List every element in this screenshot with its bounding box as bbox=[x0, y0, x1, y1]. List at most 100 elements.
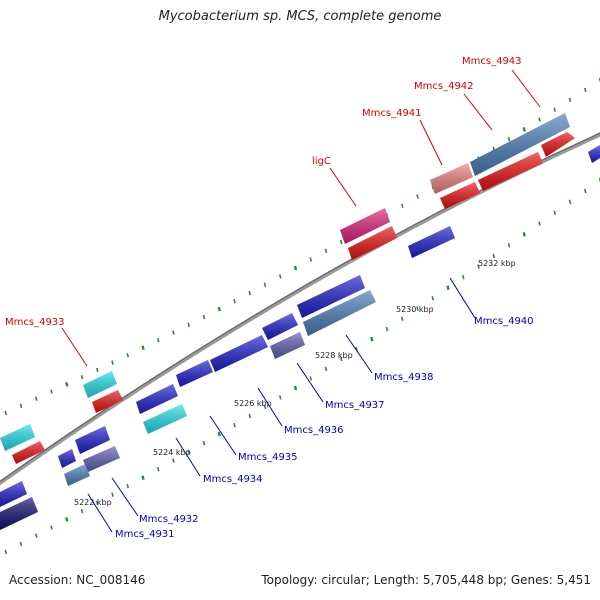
tick-dot bbox=[19, 541, 23, 547]
tick-dot bbox=[263, 282, 267, 287]
tick-dot bbox=[34, 396, 38, 401]
connector-mmcs-4931 bbox=[87, 493, 113, 533]
feature-shade bbox=[303, 290, 376, 336]
connector-mmcs-4937 bbox=[296, 362, 324, 403]
tick-dot bbox=[324, 248, 328, 253]
tick-dot bbox=[553, 210, 557, 215]
tick-dot bbox=[583, 188, 587, 194]
feature-shade bbox=[541, 132, 575, 157]
tick-dot bbox=[156, 337, 160, 343]
tick-label: 5222 kbp bbox=[74, 498, 112, 507]
feature-shade bbox=[83, 371, 117, 398]
tick-dot bbox=[431, 295, 435, 301]
tick-dot bbox=[202, 314, 206, 320]
tick-dot bbox=[141, 345, 145, 351]
gene-label-mmcs-4931[interactable]: Mmcs_4931 bbox=[115, 529, 175, 540]
connector-mmcs-4936 bbox=[257, 387, 283, 427]
connector-mmcs-4942 bbox=[463, 93, 493, 131]
tick-labels: 5222 kbp 5224 kbp 5226 kbp 5228 kbp 5230… bbox=[74, 259, 516, 507]
tick-label: 5228 kbp bbox=[315, 351, 353, 360]
tick-dot bbox=[583, 87, 587, 93]
feature-shade bbox=[136, 384, 178, 414]
gene-label-ligc[interactable]: ligC bbox=[312, 156, 331, 167]
feature-shade bbox=[478, 152, 543, 191]
feature-shade bbox=[0, 481, 27, 507]
feature-shade bbox=[340, 208, 390, 244]
tick-dot bbox=[65, 382, 69, 387]
tick-dot bbox=[172, 330, 175, 335]
tick-dot bbox=[400, 316, 404, 322]
tick-dot bbox=[446, 285, 450, 291]
gene-label-mmcs-4935[interactable]: Mmcs_4935 bbox=[238, 452, 298, 463]
tick-dot bbox=[233, 298, 236, 304]
gene-label-mmcs-4934[interactable]: Mmcs_4934 bbox=[203, 474, 263, 485]
tick-dot bbox=[126, 352, 130, 358]
tick-dot bbox=[416, 194, 419, 199]
gene-label-mmcs-4937[interactable]: Mmcs_4937 bbox=[325, 400, 385, 411]
tick-dot bbox=[461, 274, 465, 280]
gene-label-mmcs-4942[interactable]: Mmcs_4942 bbox=[414, 81, 474, 92]
genome-summary-text: Topology: circular; Length: 5,705,448 bp… bbox=[261, 573, 591, 587]
tick-dot bbox=[111, 492, 114, 497]
connector-mmcs-4935 bbox=[209, 415, 237, 456]
accession-text: Accession: NC_008146 bbox=[9, 573, 146, 587]
tick-dot bbox=[522, 127, 526, 132]
tick-dot bbox=[141, 475, 145, 481]
tick-dot bbox=[538, 117, 541, 122]
tick-dot bbox=[80, 374, 84, 380]
gene-label-mmcs-4943[interactable]: Mmcs_4943 bbox=[462, 56, 522, 67]
gene-label-mmcs-4932[interactable]: Mmcs_4932 bbox=[139, 514, 199, 525]
feature-shade bbox=[92, 390, 123, 413]
tick-label: 5226 kbp bbox=[234, 399, 272, 408]
tick-dot bbox=[217, 431, 221, 437]
connector-mmcs-4932 bbox=[111, 477, 139, 517]
tick-dot bbox=[278, 274, 282, 279]
tick-dot bbox=[111, 360, 114, 365]
feature-shade bbox=[270, 332, 305, 359]
tick-dot bbox=[248, 413, 252, 419]
tick-dot bbox=[233, 422, 236, 428]
feature-shade bbox=[297, 275, 365, 318]
tick-dot bbox=[95, 367, 99, 373]
gene-label-mmcs-4936[interactable]: Mmcs_4936 bbox=[284, 425, 344, 436]
tick-dot bbox=[324, 366, 328, 371]
gene-label-mmcs-4933[interactable]: Mmcs_4933 bbox=[5, 317, 65, 328]
gene-label-mmcs-4940[interactable]: Mmcs_4940 bbox=[474, 316, 534, 327]
tick-dot bbox=[217, 306, 221, 312]
tick-dot bbox=[95, 500, 99, 506]
feature-shade bbox=[176, 360, 213, 387]
tick-dot bbox=[553, 107, 557, 112]
tick-dot bbox=[172, 458, 175, 463]
tick-dot bbox=[19, 403, 23, 409]
tick-label: 5232 kbp bbox=[478, 259, 516, 268]
feature-shade bbox=[83, 446, 120, 472]
tick-dot bbox=[80, 508, 84, 514]
gene-label-mmcs-4941[interactable]: Mmcs_4941 bbox=[362, 108, 422, 119]
tick-dot bbox=[568, 199, 572, 205]
feature-shade bbox=[210, 335, 268, 372]
gene-label-mmcs-4938[interactable]: Mmcs_4938 bbox=[374, 372, 434, 383]
tick-dot bbox=[50, 389, 53, 394]
feature-shade bbox=[588, 145, 600, 163]
connector-mmcs-4938 bbox=[345, 334, 373, 374]
connector-mmcs-4941 bbox=[419, 119, 443, 166]
tick-dot bbox=[202, 440, 206, 446]
label-connectors bbox=[61, 69, 541, 533]
tick-dot bbox=[538, 221, 541, 226]
feature-shade bbox=[440, 182, 480, 209]
tick-dot bbox=[339, 239, 343, 245]
tick-dot bbox=[65, 517, 69, 522]
tick-label: 5230 kbp bbox=[396, 305, 434, 314]
tick-dot bbox=[50, 525, 53, 530]
feature-shade bbox=[64, 464, 90, 486]
tick-dot bbox=[477, 264, 480, 269]
feature-shade bbox=[58, 449, 76, 468]
tick-dot bbox=[400, 203, 404, 209]
tick-dot bbox=[507, 136, 511, 142]
gene-labels: Mmcs_4943 Mmcs_4942 Mmcs_4941 ligC Mmcs_… bbox=[5, 56, 534, 540]
feature-shade bbox=[0, 497, 38, 530]
tick-dot bbox=[126, 483, 130, 489]
feature-shade bbox=[408, 226, 455, 258]
tick-dot bbox=[309, 257, 313, 262]
connector-mmcs-4933 bbox=[61, 327, 88, 367]
